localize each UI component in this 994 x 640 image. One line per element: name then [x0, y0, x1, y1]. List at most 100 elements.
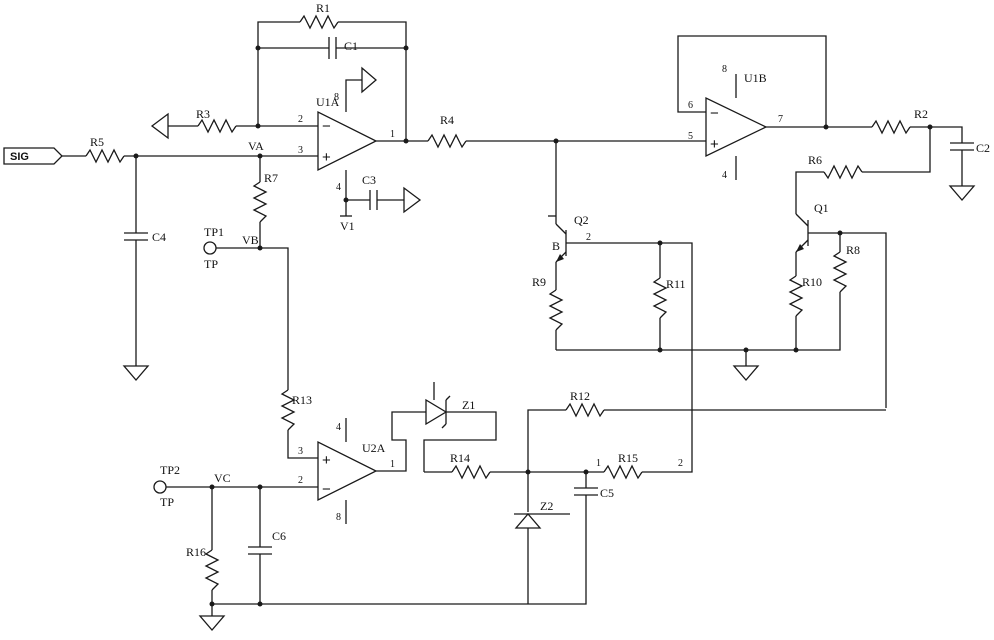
- resistor-r14: R14: [450, 451, 491, 480]
- c3-label: C3: [362, 173, 376, 187]
- tp2-tp-label: TP: [160, 495, 174, 509]
- u2a-pin1: 1: [390, 459, 395, 470]
- u1a-pin2: 2: [298, 114, 303, 125]
- c5-label: C5: [600, 486, 614, 500]
- wire-r8-gnd-bus: [556, 292, 841, 351]
- capacitor-c6: C6: [248, 529, 286, 555]
- r3-label: R3: [196, 107, 210, 121]
- wire-r6-q1: [795, 171, 824, 214]
- u2a-pin8: 8: [336, 512, 341, 523]
- q2-label: Q2: [574, 213, 589, 227]
- r2-label: R2: [914, 107, 928, 121]
- r1-label: R1: [316, 1, 330, 15]
- node-u1a-out: [403, 138, 409, 144]
- u1a-pin3: 3: [298, 145, 303, 156]
- z1-label: Z1: [462, 398, 475, 412]
- wire-fb-left: [257, 21, 300, 126]
- u1b-plus-sign: +: [710, 136, 719, 153]
- wire-fb-right: [338, 21, 407, 142]
- u1a-label: U1A: [316, 95, 340, 109]
- wire-r2-r6: [862, 127, 931, 173]
- wire-q2-base: [566, 242, 693, 464]
- u1a-minus-sign: −: [322, 118, 331, 135]
- resistor-r7: R7: [252, 171, 278, 223]
- r13-label: R13: [292, 393, 312, 407]
- wire-r2-c2: [910, 126, 963, 143]
- c6-label: C6: [272, 529, 286, 543]
- r10-label: R10: [802, 275, 822, 289]
- resistor-r2: R2: [871, 107, 928, 135]
- r15-pin1: 1: [596, 458, 601, 469]
- capacitor-c4: C4: [124, 230, 166, 244]
- node-u1b-out: [823, 124, 829, 130]
- ground-r3: [150, 112, 169, 140]
- u1b-minus-sign: −: [710, 105, 719, 122]
- resistor-r10: R10: [788, 275, 822, 317]
- u1b-pin6: 6: [688, 100, 693, 111]
- opamp-u1a: − + U1A 2 3 1 8 4: [298, 92, 395, 193]
- resistor-r4: R4: [427, 113, 467, 149]
- capacitor-c5: C5: [574, 486, 614, 500]
- resistor-r12: R12: [565, 389, 605, 418]
- resistor-r1: R1: [299, 1, 339, 30]
- wire-c5-bottom: [528, 495, 587, 605]
- resistor-r9: R9: [532, 275, 564, 331]
- resistor-r16: R16: [186, 545, 220, 591]
- opamp-u2a: + − U2A 3 2 1 4 8: [298, 422, 395, 523]
- tp1-tp-label: TP: [204, 257, 218, 271]
- ground-main: [732, 365, 760, 381]
- resistor-r3: R3: [196, 107, 237, 134]
- resistor-r8: R8: [832, 243, 860, 293]
- z2-label: Z2: [540, 499, 553, 513]
- u2a-minus-sign: −: [322, 481, 331, 498]
- wire-u2a-out-z1: [376, 411, 426, 472]
- wire-r13-u2a: [287, 430, 318, 459]
- u2a-plus-sign: +: [322, 452, 331, 469]
- u1b-pin7: 7: [778, 114, 783, 125]
- test-point-tp1: TP1 TP: [203, 225, 224, 271]
- opamp-u1b: − + U1B 6 5 7 8 4: [688, 64, 783, 181]
- ground-c3: [403, 186, 422, 214]
- ground-c4: [122, 365, 150, 381]
- va-label: VA: [248, 139, 264, 153]
- resistor-r5: R5: [85, 135, 125, 164]
- node-bottom-c6: [257, 601, 263, 607]
- c4-label: C4: [152, 230, 166, 244]
- node-r11-gnd: [657, 347, 663, 353]
- sig-label: SIG: [10, 151, 29, 163]
- tp2-label: TP2: [160, 463, 180, 477]
- r4-label: R4: [440, 113, 454, 127]
- capacitor-c2: C2: [950, 141, 990, 155]
- r5-label: R5: [90, 135, 104, 149]
- q2-pin2: 2: [586, 232, 591, 243]
- wire-u1b-feedback: [677, 35, 827, 127]
- sig-input-port: SIG: [3, 147, 63, 165]
- wire-r15-q2: [642, 464, 693, 473]
- test-point-tp2: TP2 TP: [153, 463, 180, 509]
- wire-vb-r13: [260, 247, 289, 390]
- u1a-pin8: 8: [334, 92, 339, 103]
- zener-z1: Z1: [425, 395, 475, 429]
- u1b-pin8: 8: [722, 64, 727, 75]
- vc-label: VC: [214, 471, 231, 485]
- ground-c2: [948, 185, 976, 201]
- resistor-r6: R6: [808, 153, 863, 180]
- ground-u1a-vcc: [361, 66, 377, 94]
- r16-label: R16: [186, 545, 206, 559]
- zener-z2: Z2: [514, 499, 570, 529]
- ground-r16: [198, 615, 226, 631]
- capacitor-c3: C3: [362, 173, 378, 210]
- r7-label: R7: [264, 171, 278, 185]
- r12-label: R12: [570, 389, 590, 403]
- vb-label: VB: [242, 233, 259, 247]
- r15-pin2: 2: [678, 458, 683, 469]
- wire-q1-base: [808, 232, 887, 408]
- u2a-pin2: 2: [298, 475, 303, 486]
- u1b-label: U1B: [744, 71, 767, 85]
- wire-z1-r14: [423, 411, 497, 472]
- c1-label: C1: [344, 39, 358, 53]
- u2a-pin4: 4: [336, 422, 341, 433]
- u1b-pin4: 4: [722, 170, 727, 181]
- resistor-r15: R15 1 2: [596, 451, 683, 480]
